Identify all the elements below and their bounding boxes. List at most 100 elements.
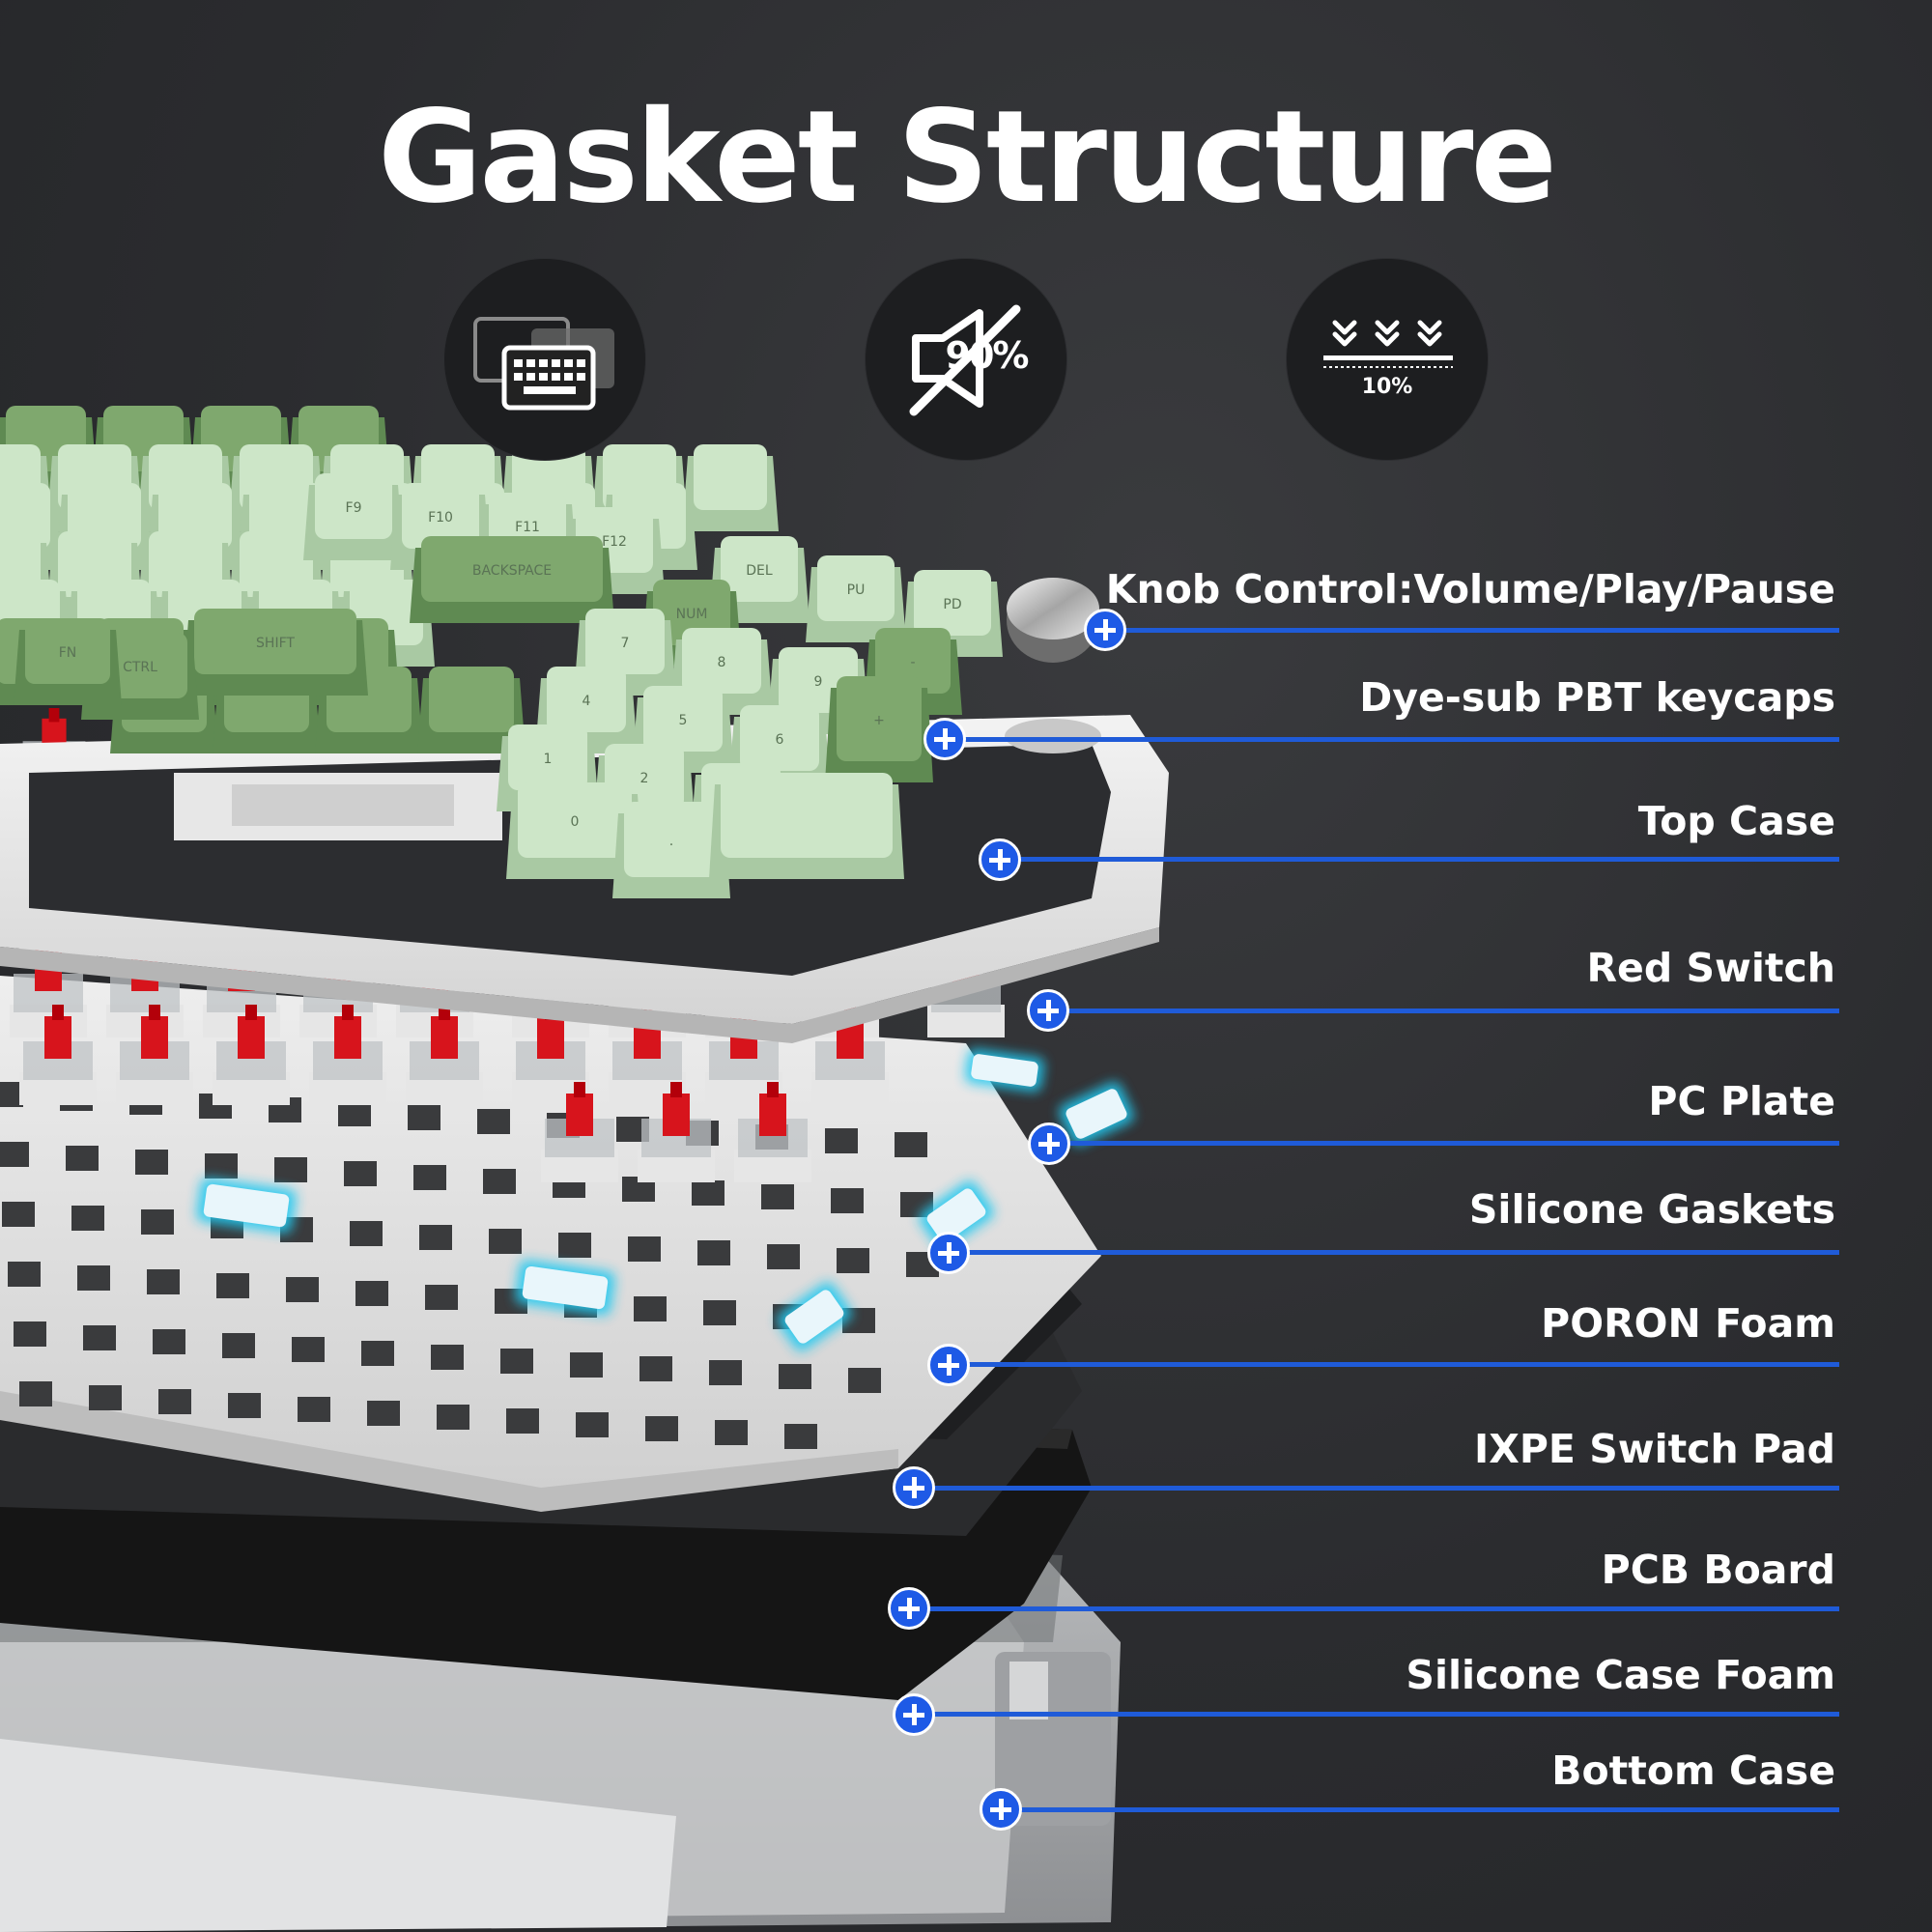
plate-hole	[286, 1277, 319, 1302]
plate-hole	[298, 1397, 330, 1422]
red-switch	[116, 1005, 193, 1105]
compression-value: 10%	[1361, 375, 1413, 399]
keycap-legend: 5	[679, 713, 688, 728]
plate-hole	[558, 1233, 591, 1258]
keycap-legend: 6	[776, 732, 784, 748]
plate-hole	[639, 1356, 672, 1381]
plate-hole	[779, 1364, 811, 1389]
plate-hole	[692, 1180, 724, 1206]
keycap-legend: 1	[544, 752, 553, 767]
plate-hole	[147, 1269, 180, 1294]
plate-hole	[292, 1337, 325, 1362]
keycap: FN	[14, 618, 122, 705]
hotspot-red-switch[interactable]	[1027, 989, 1069, 1032]
keyboard-layers-icon	[473, 317, 614, 411]
red-switch	[811, 1005, 889, 1105]
label-silicone-case-foam: Silicone Case Foam	[1406, 1652, 1835, 1698]
label-keycaps: Dye-sub PBT keycaps	[1359, 674, 1835, 721]
leader-line-red-switch	[1048, 1009, 1839, 1013]
plate-hole	[825, 1128, 858, 1153]
hotspot-knob-control[interactable]	[1084, 609, 1126, 651]
leader-line-ixpe-switch-pad	[914, 1486, 1839, 1491]
label-silicone-gaskets: Silicone Gaskets	[1468, 1186, 1835, 1233]
plate-hole	[419, 1225, 452, 1250]
plate-hole	[767, 1244, 800, 1269]
keycap: 0	[506, 782, 643, 879]
plate-hole	[709, 1360, 742, 1385]
hotspot-top-case[interactable]	[979, 838, 1021, 881]
plate-hole	[141, 1209, 174, 1235]
red-switch	[406, 1005, 483, 1105]
plate-hole	[228, 1393, 261, 1418]
label-knob-control: Knob Control:Volume/Play/Pause	[1105, 566, 1835, 612]
hotspot-ixpe-switch-pad[interactable]	[893, 1466, 935, 1509]
keycap-legend: PD	[943, 597, 961, 612]
plate-hole	[158, 1389, 191, 1414]
plate-hole	[576, 1412, 609, 1437]
keycap-legend: 4	[582, 694, 591, 709]
label-poron-foam: PORON Foam	[1541, 1300, 1835, 1347]
plate-hole	[135, 1150, 168, 1175]
plate-hole	[715, 1420, 748, 1445]
keycap-legend: +	[873, 713, 885, 728]
keycap-legend: CTRL	[123, 660, 157, 675]
red-switch	[734, 1082, 811, 1182]
keycap-legend: 0	[571, 814, 580, 830]
keycap-legend: F9	[346, 500, 362, 516]
hotspot-silicone-case-foam[interactable]	[893, 1693, 935, 1736]
keycap-legend: BACKSPACE	[472, 563, 552, 579]
feature-circle-noise: 90%	[866, 259, 1066, 460]
red-switch	[19, 1005, 97, 1105]
plate-hole	[274, 1157, 307, 1182]
leader-line-knob	[1105, 628, 1839, 633]
keycap-legend: .	[669, 834, 673, 849]
leader-line-silicone-case-foam	[914, 1712, 1839, 1717]
page-title: Gasket Structure	[378, 83, 1557, 232]
plate-hole	[355, 1281, 388, 1306]
plate-hole	[71, 1206, 104, 1231]
plate-hole	[0, 1142, 29, 1167]
label-red-switch: Red Switch	[1586, 945, 1835, 991]
red-switch	[10, 937, 87, 1037]
hotspot-pc-plate[interactable]	[1028, 1122, 1070, 1165]
red-switch	[638, 1082, 715, 1182]
plate-hole	[367, 1401, 400, 1426]
plate-hole	[14, 1321, 46, 1347]
red-switch	[309, 1005, 386, 1105]
plate-hole	[66, 1146, 99, 1171]
plate-hole	[2, 1202, 35, 1227]
hotspot-bottom-case[interactable]	[980, 1788, 1022, 1831]
hotspot-poron-foam[interactable]	[927, 1344, 970, 1386]
keycap	[682, 444, 779, 531]
plate-hole	[222, 1333, 255, 1358]
plate-hole	[703, 1300, 736, 1325]
muted-speaker-icon	[909, 304, 1021, 416]
plate-hole	[831, 1188, 864, 1213]
keycap: F9	[303, 473, 404, 560]
hotspot-silicone-gaskets[interactable]	[927, 1232, 970, 1274]
plate-hole	[408, 1105, 440, 1130]
plate-hole	[628, 1236, 661, 1262]
keycap: PU	[806, 555, 906, 642]
label-pc-plate: PC Plate	[1648, 1078, 1835, 1124]
label-pcb-board: PCB Board	[1601, 1547, 1835, 1593]
plate-hole	[8, 1262, 41, 1287]
leader-line-pcb-board	[909, 1606, 1839, 1611]
plate-hole	[489, 1229, 522, 1254]
keycap	[417, 667, 526, 753]
leader-line-poron-foam	[949, 1362, 1839, 1367]
plate-hole	[506, 1408, 539, 1434]
keycap-legend: 2	[640, 771, 649, 786]
plate-hole	[216, 1273, 249, 1298]
keycap-legend: 7	[621, 636, 630, 651]
keycap-legend: DEL	[746, 563, 773, 579]
plate-hole	[77, 1265, 110, 1291]
plate-hole	[483, 1169, 516, 1194]
plate-hole	[431, 1345, 464, 1370]
plate-hole	[153, 1329, 185, 1354]
hotspot-pcb-board[interactable]	[888, 1587, 930, 1630]
keycap: .	[612, 802, 730, 898]
leader-line-top-case	[1000, 857, 1839, 862]
hotspot-keycaps[interactable]	[923, 718, 966, 760]
